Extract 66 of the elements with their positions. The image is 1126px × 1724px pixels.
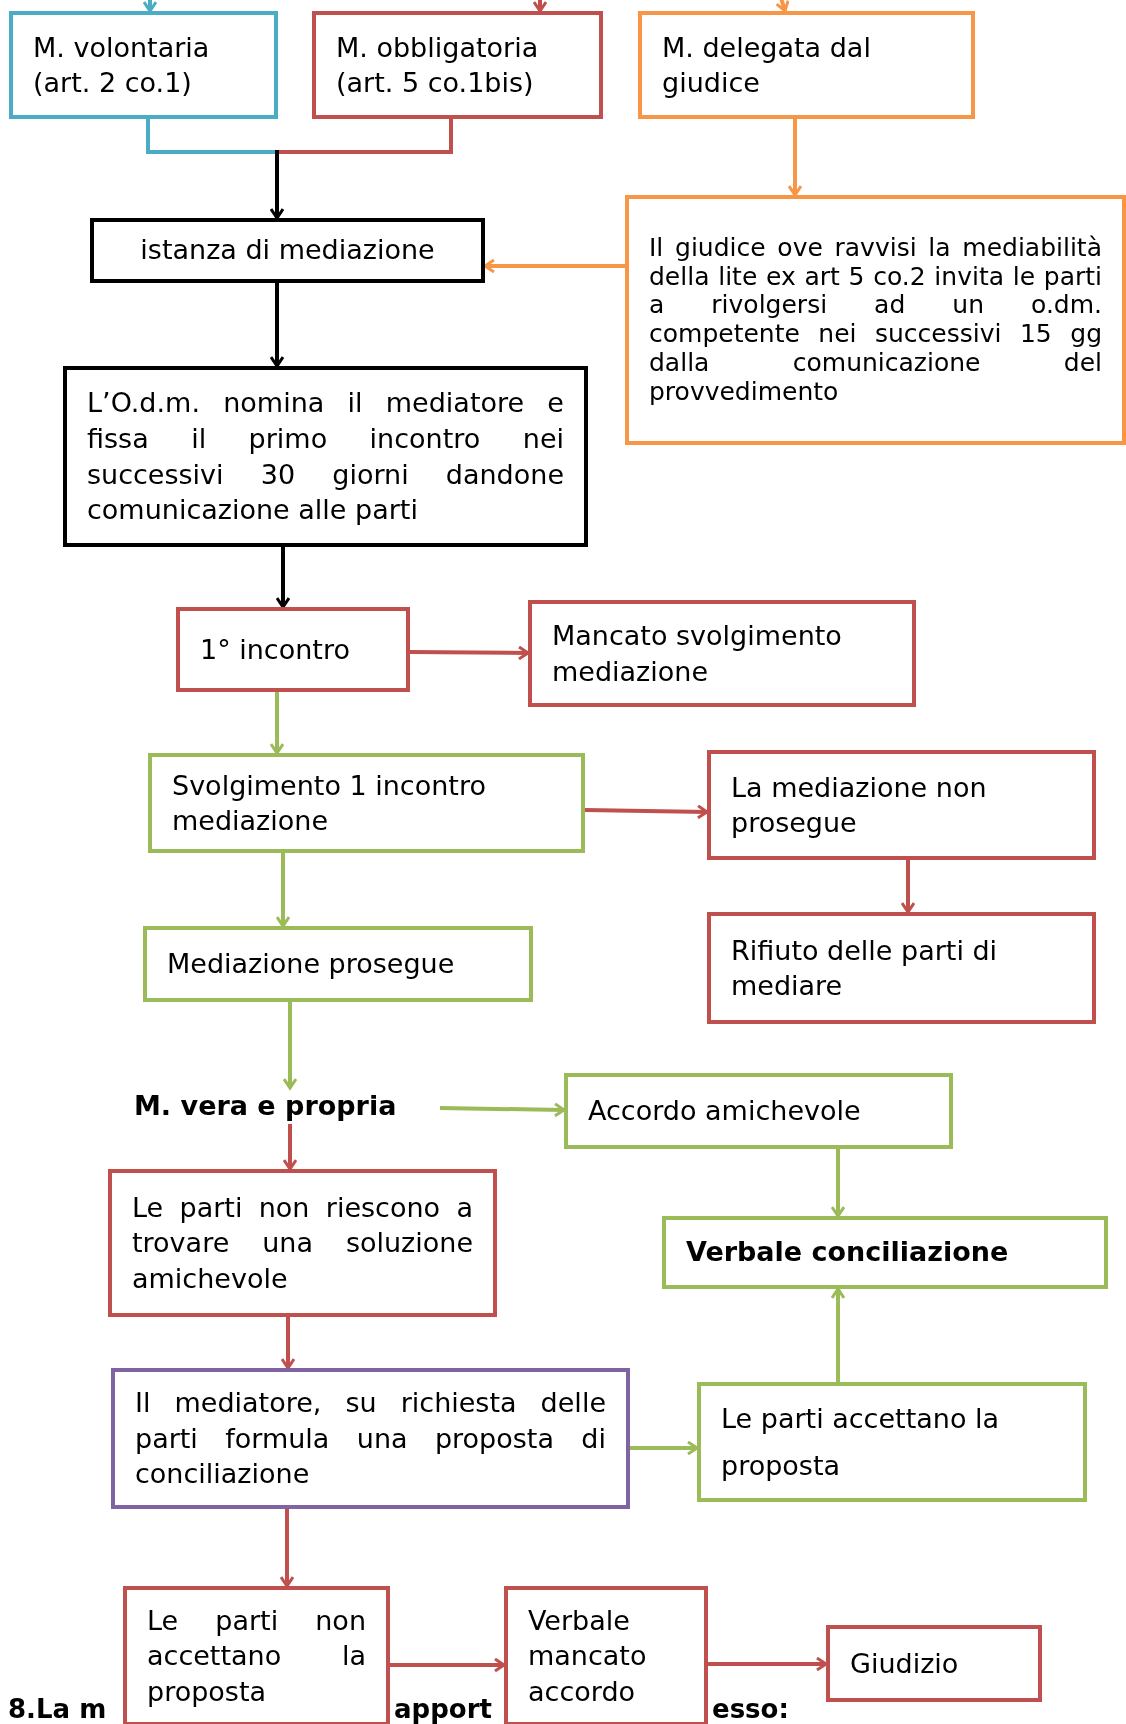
process-box xyxy=(504,1586,708,1724)
arrow xyxy=(269,692,285,755)
arrow xyxy=(630,1440,699,1456)
process-box xyxy=(176,607,410,692)
box-text: L’O.d.m. nomina il mediatore e fissa il primo incontro nei successivi 30 giorni dandone comunicazione alle parti xyxy=(87,386,564,528)
process-box xyxy=(312,11,603,119)
arrow xyxy=(269,283,285,368)
step-label: M. vera e propria xyxy=(134,1088,398,1123)
arrow xyxy=(439,1102,566,1118)
arrow xyxy=(787,119,803,197)
process-box xyxy=(9,11,278,119)
arrow xyxy=(390,1657,506,1673)
process-box xyxy=(111,1368,630,1509)
process-box xyxy=(528,600,916,707)
process-box xyxy=(638,11,975,119)
heading-fragment: esso: xyxy=(712,1696,789,1722)
process-box xyxy=(63,366,588,547)
arrow xyxy=(282,1002,298,1090)
process-box xyxy=(697,1382,1087,1502)
box-text: Giudizio xyxy=(850,1646,960,1681)
process-box xyxy=(148,753,585,853)
box-text: Verbale mancato accordo xyxy=(528,1604,648,1709)
box-text: Svolgimento 1 incontro mediazione xyxy=(172,768,487,838)
arrow xyxy=(584,804,709,820)
process-box xyxy=(662,1216,1108,1289)
arrow xyxy=(279,1509,295,1588)
arrow xyxy=(282,1124,298,1171)
arrow xyxy=(532,0,548,13)
box-text: Mediazione prosegue xyxy=(167,947,456,982)
box-text: Il mediatore, su richiesta delle parti formula una proposta di conciliazione xyxy=(135,1386,606,1492)
arrow xyxy=(830,1149,846,1218)
box-text: Accordo amichevole xyxy=(588,1094,862,1129)
arrow xyxy=(830,1287,846,1382)
arrow xyxy=(708,1656,828,1672)
box-text: Rifiuto delle parti di mediare xyxy=(731,933,999,1003)
box-text: La mediazione non prosegue xyxy=(731,770,988,840)
process-box xyxy=(707,912,1096,1024)
arrow xyxy=(900,860,916,914)
box-text: Le parti accettano la proposta xyxy=(721,1401,1001,1483)
process-box xyxy=(90,218,485,283)
arrow xyxy=(280,1317,296,1370)
box-text: Le parti non accettano la proposta xyxy=(147,1603,366,1709)
arrow xyxy=(275,547,291,609)
process-box xyxy=(143,926,533,1002)
arrow xyxy=(775,0,790,13)
arrow xyxy=(142,0,158,13)
heading-fragment: apport xyxy=(394,1696,492,1722)
process-box xyxy=(564,1073,953,1149)
process-box xyxy=(625,195,1126,445)
box-text: Mancato svolgimento mediazione xyxy=(552,619,843,689)
box-text: M. volontaria (art. 2 co.1) xyxy=(33,30,211,100)
process-box xyxy=(108,1169,497,1317)
box-text: 1° incontro xyxy=(200,632,351,667)
process-box xyxy=(707,750,1096,860)
box-text: M. obbligatoria (art. 5 co.1bis) xyxy=(336,30,540,100)
process-box xyxy=(123,1586,390,1724)
box-text: Verbale conciliazione xyxy=(686,1235,1010,1270)
box-text: Il giudice ove ravvisi la mediabilità della lite ex art 5 co.2 invita le parti a rivolgersi ad un o.dm. competente nei successivi 15 gg dalla comunicazione del provvedimento xyxy=(649,233,1102,407)
process-box xyxy=(826,1625,1042,1702)
arrow xyxy=(269,150,285,220)
box-text: M. delegata dal giudice xyxy=(662,30,872,100)
arrow xyxy=(409,645,530,661)
arrow xyxy=(275,853,291,928)
box-text: istanza di mediazione xyxy=(139,233,436,268)
heading-fragment: 8.La m xyxy=(8,1696,107,1722)
box-text: Le parti non riescono a trovare una soluzione amichevole xyxy=(132,1190,473,1296)
